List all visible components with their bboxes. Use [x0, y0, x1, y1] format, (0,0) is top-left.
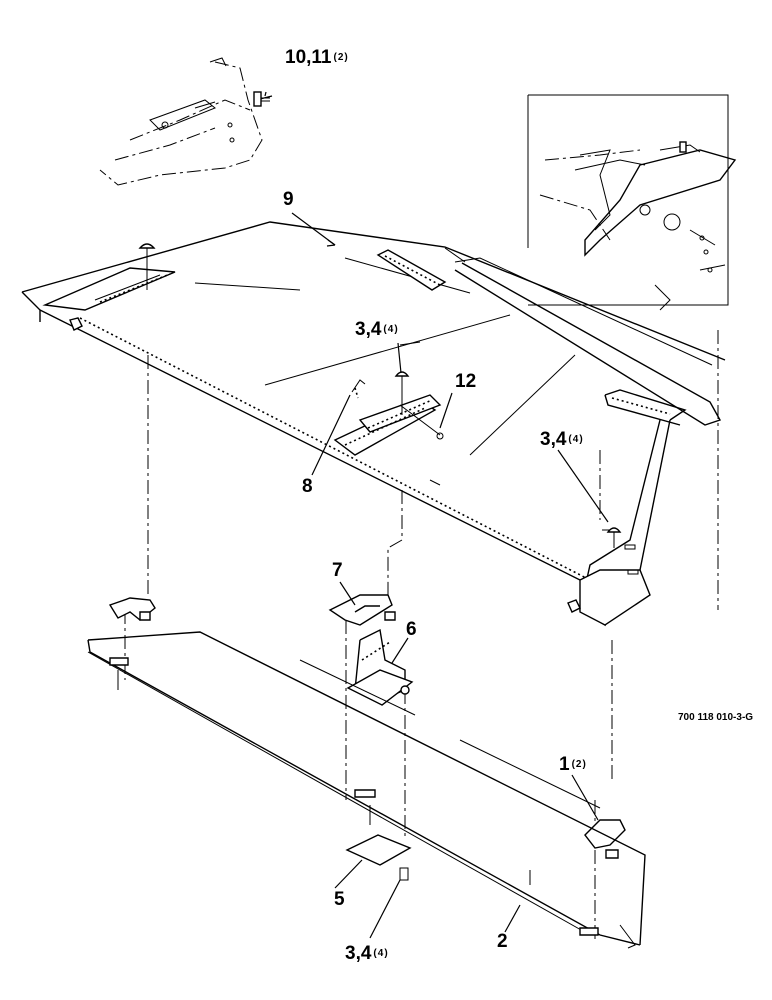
shield-panel: [21, 221, 726, 627]
callout-number: 3,4: [540, 429, 567, 450]
callout-3-4-lower: 3,4(4): [345, 944, 389, 963]
callout-6: 6: [406, 620, 417, 639]
callout-8: 8: [302, 477, 313, 496]
callout-qty: (2): [333, 52, 349, 63]
callout-1: 1(2): [559, 755, 587, 774]
callout-number: 8: [302, 476, 313, 497]
callout-number: 7: [332, 560, 343, 581]
callout-3-4-right: 3,4(4): [540, 430, 584, 449]
callout-12: 12: [455, 372, 476, 391]
inset-detail-right: [527, 94, 737, 311]
lower-clips: [108, 594, 626, 859]
callout-qty: (4): [568, 434, 584, 445]
callout-qty: (4): [383, 324, 399, 335]
callout-5: 5: [334, 890, 345, 909]
callout-number: 1: [559, 754, 570, 775]
callout-number: 6: [406, 619, 417, 640]
lower-rail: [87, 631, 646, 949]
callout-7: 7: [332, 561, 343, 580]
callout-number: 12: [455, 371, 477, 392]
callout-number: 5: [334, 889, 345, 910]
callout-10-11: 10,11(2): [285, 48, 349, 67]
callout-2: 2: [497, 932, 508, 951]
callout-number: 9: [283, 189, 294, 210]
callout-number: 2: [497, 931, 508, 952]
callout-qty: (2): [571, 759, 587, 770]
callout-number: 10,11: [285, 47, 332, 68]
callout-number: 3,4: [355, 319, 382, 340]
callout-qty: (4): [373, 948, 389, 959]
leader-lines: [264, 91, 609, 939]
frame-detail-left: [99, 57, 273, 186]
part-6-bracket: [346, 628, 414, 706]
callout-3-4-upper: 3,4(4): [355, 320, 399, 339]
alignment-lines: [124, 330, 719, 940]
callout-9: 9: [283, 190, 294, 209]
part-5-plate: [345, 834, 412, 881]
callout-number: 3,4: [345, 943, 372, 964]
drawing-code: 700 118 010-3-G: [678, 712, 754, 723]
